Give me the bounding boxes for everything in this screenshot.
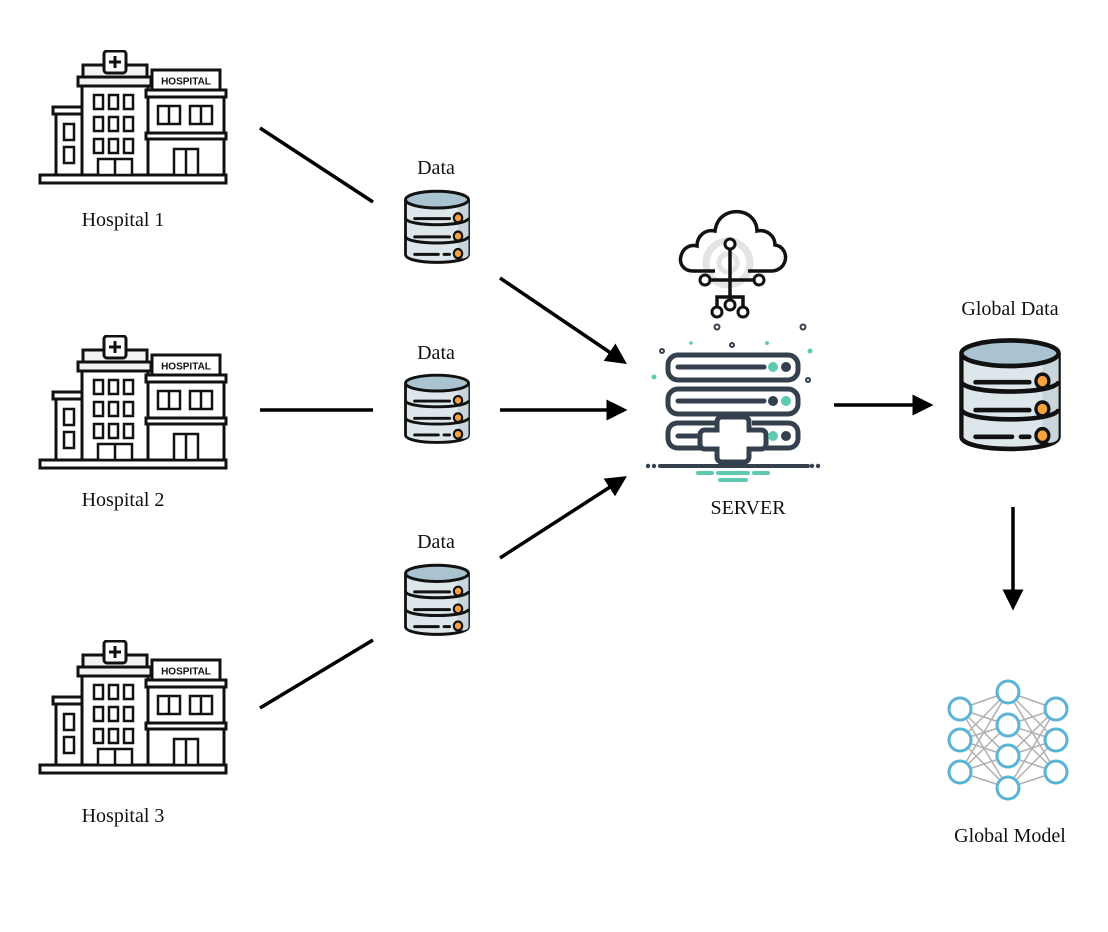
arrow-data1-to-server (499, 276, 627, 364)
nn-node (947, 696, 973, 722)
line-hospital1-to-data1 (259, 126, 374, 204)
database-icon (404, 373, 470, 444)
nn-node (995, 743, 1021, 769)
hospital-building-icon (38, 640, 228, 775)
database-icon (956, 337, 1064, 453)
database-icon (403, 189, 471, 264)
hospital-building-icon (38, 50, 228, 185)
server-label: SERVER (710, 497, 786, 519)
global-model-label: Global Model (954, 825, 1066, 847)
data-1-label: Data (417, 157, 455, 179)
hospital-2-label: Hospital 2 (81, 489, 165, 511)
nn-node (1043, 696, 1069, 722)
neural-network-icon (947, 679, 1069, 801)
nn-node (1043, 727, 1069, 753)
nn-node (947, 759, 973, 785)
database-icon (404, 563, 470, 636)
nn-edge (1007, 708, 1057, 789)
data-2-label: Data (417, 342, 455, 364)
line-hospital3-to-data3 (259, 638, 374, 710)
cloud-network-icon (678, 209, 788, 319)
arrow-data3-to-server (499, 476, 627, 560)
hospital-1-label: Hospital 1 (81, 209, 165, 231)
nn-node (995, 775, 1021, 801)
nn-node (995, 712, 1021, 738)
hospital-building-icon (38, 335, 228, 470)
medical-server-icon (645, 323, 821, 482)
nn-node (947, 727, 973, 753)
nn-edge (959, 691, 1009, 773)
nn-node (995, 679, 1021, 705)
global-data-label: Global Data (961, 298, 1059, 320)
hospital-3-label: Hospital 3 (81, 805, 165, 827)
nn-node (1043, 759, 1069, 785)
data-3-label: Data (417, 531, 455, 553)
